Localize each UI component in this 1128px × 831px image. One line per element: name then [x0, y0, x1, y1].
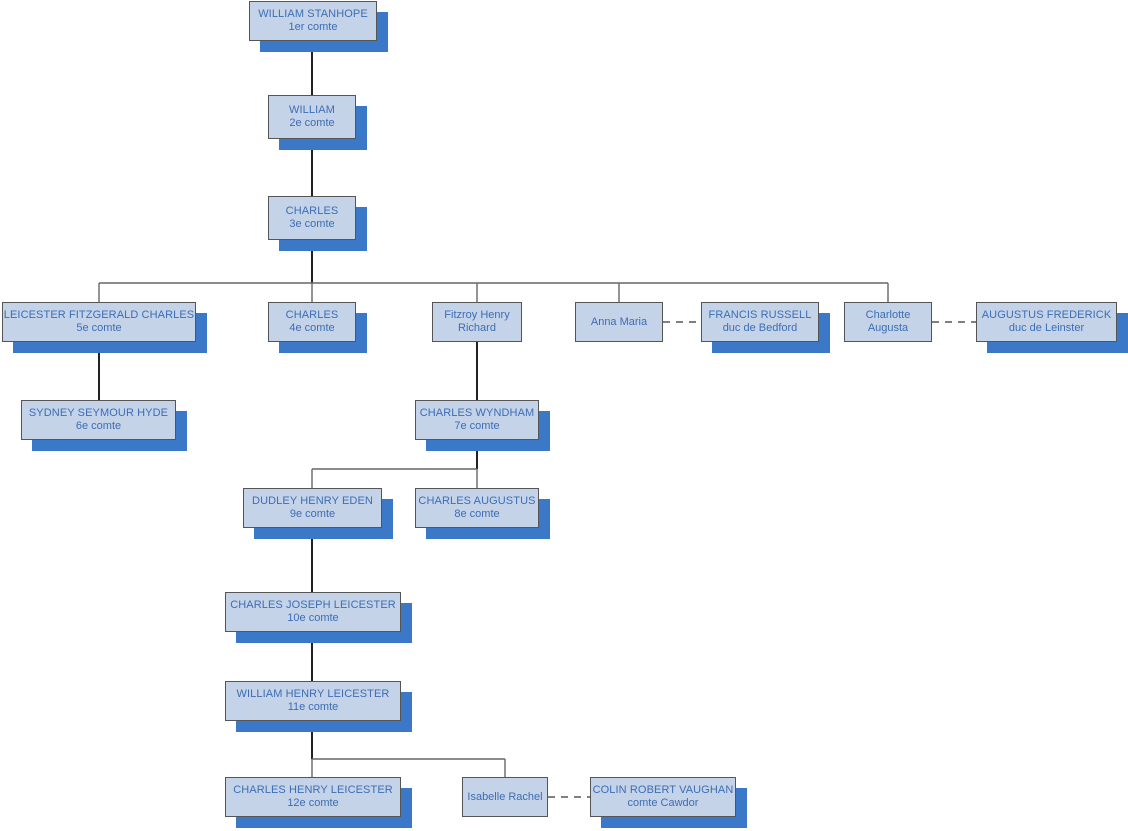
node-name-line: DUDLEY HENRY EDEN — [252, 495, 373, 508]
node-name-line: SYDNEY SEYMOUR HYDE — [28, 407, 169, 420]
node-title-line: 12e comte — [287, 797, 339, 809]
node-title-line: Augusta — [867, 322, 909, 334]
node-name-line: CHARLES — [285, 205, 339, 218]
node-name-line: CHARLES JOSEPH LEICESTER — [230, 599, 396, 612]
node-name-line: Isabelle Rachel — [467, 790, 543, 803]
node-name-line: AUGUSTUS FREDERICK — [981, 309, 1112, 322]
node-name-line: FRANCIS RUSSELL — [708, 309, 812, 322]
node-name-line: Anna Maria — [590, 315, 648, 328]
node-title-line: 7e comte — [454, 420, 500, 432]
node-title-line: duc de Bedford — [722, 322, 798, 334]
node-title-line: 1er comte — [288, 21, 338, 33]
node-title-line: Richard — [458, 322, 496, 334]
node-title-line: 5e comte — [76, 322, 122, 334]
node-isabelle-rachel[interactable]: Isabelle Rachel — [462, 777, 548, 817]
node-title-line: 6e comte — [75, 420, 122, 432]
node-title-line: 9e comte — [289, 508, 336, 520]
node-name-line: WILLIAM HENRY LEICESTER — [236, 688, 390, 701]
node-title-line: 10e comte — [287, 612, 339, 624]
node-name-line: LEICESTER FITZGERALD CHARLES — [3, 309, 195, 322]
node-name-line: WILLIAM STANHOPE — [258, 8, 368, 21]
node-name-line: CHARLES AUGUSTUS — [418, 495, 536, 508]
node-name-line: Charlotte — [865, 309, 911, 322]
node-anna-maria[interactable]: Anna Maria — [575, 302, 663, 342]
node-title-line: comte Cawdor — [627, 797, 699, 809]
node-name-line: COLIN ROBERT VAUGHAN — [592, 784, 734, 797]
node-title-line: 8e comte — [454, 508, 500, 520]
node-name-line: WILLIAM — [289, 104, 335, 117]
node-title-line: 11e comte — [287, 701, 339, 713]
node-title-line: duc de Leinster — [1008, 322, 1085, 334]
node-name-line: CHARLES HENRY LEICESTER — [233, 784, 393, 797]
node-name-line: CHARLES WYNDHAM — [419, 407, 535, 420]
node-title-line: 4e comte — [289, 322, 335, 334]
node-title-line: 3e comte — [289, 218, 335, 230]
node-name-line: CHARLES — [285, 309, 339, 322]
node-title-line: 2e comte — [289, 117, 335, 129]
node-name-line: Fitzroy Henry — [444, 309, 510, 322]
